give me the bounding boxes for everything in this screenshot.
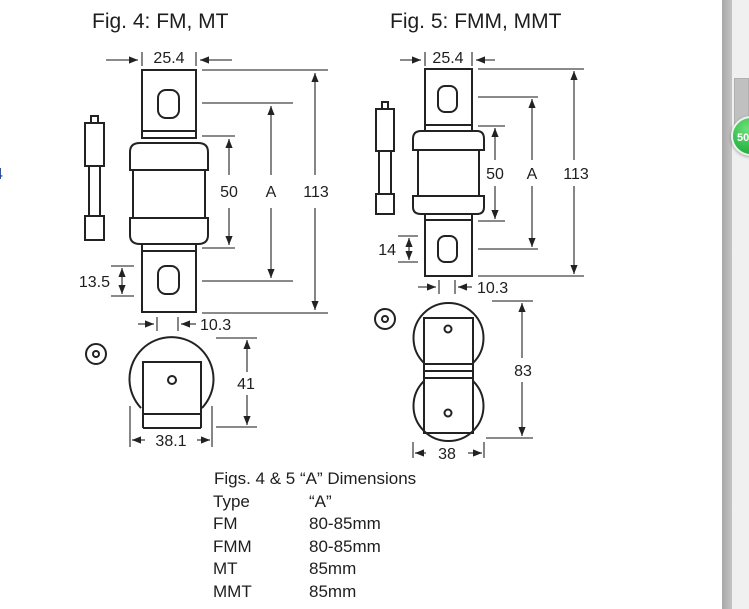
fig4-dimensions: [106, 52, 328, 447]
row-type: MMT: [213, 581, 252, 601]
fig5-dim-width-top: 25.4: [432, 50, 463, 67]
fig4-dim-body-len: 50: [220, 184, 238, 201]
fig4-end-disc: [128, 336, 215, 409]
fig4-dim-tab-offset: 10.3: [200, 317, 231, 334]
row-type: FM: [213, 514, 238, 533]
fig5-end-disc-top: [412, 302, 485, 364]
fig5-barrel: [417, 149, 480, 197]
fig4-title: Fig. 4: FM, MT: [92, 10, 229, 33]
fig5-dimension-labels: 25.4 50 A 113 14 10.3 83 38: [378, 50, 589, 463]
header-a: “A”: [309, 491, 332, 511]
fig5-end-tab: [423, 317, 474, 434]
fig4-end-tab: [142, 361, 202, 415]
fig5-end-disc-bottom: [412, 380, 485, 442]
fig5-upper-cap: [412, 130, 485, 151]
fig4-end-symbol: [85, 343, 107, 365]
fig5-dim-tab-offset: 10.3: [477, 280, 508, 297]
fig5-dim-overall: 113: [563, 166, 589, 183]
fuse-dimension-drawing: 25.4 50 A 113 13.5 10.3 41 38.1: [79, 50, 589, 463]
fig5-dim-hole-pitch: 14: [378, 242, 396, 259]
fig4-dim-end-height: 41: [237, 376, 255, 393]
fig5-dimensions: [398, 52, 584, 458]
row-a: 85mm: [309, 559, 357, 578]
table-caption: Figs. 4 & 5 “A” Dimensions: [214, 469, 417, 488]
fig5-end-symbol: [374, 308, 396, 330]
row-a: 80-85mm: [309, 536, 381, 556]
row-a: 85mm: [309, 581, 357, 601]
vertical-scrollbar[interactable]: [722, 0, 732, 609]
table-row: MT 85mm: [213, 558, 416, 581]
fig5-lower-cap: [412, 195, 485, 215]
fig5-top-hole: [437, 85, 458, 113]
fig5-title: Fig. 5: FMM, MMT: [390, 10, 562, 33]
fig5-bottom-tab: [424, 213, 473, 277]
table-row: FMM 80-85mm: [213, 536, 416, 559]
fig4-side-cap-top: [84, 122, 105, 167]
fig4-dim-hole-pitch: 13.5: [79, 274, 110, 291]
table-row: FM 80-85mm: [213, 513, 416, 536]
fig4-dim-overall: 113: [303, 184, 329, 201]
fig5-drawing: [374, 68, 485, 442]
fig5-dim-body-len: 50: [486, 166, 504, 183]
table-row: MMT 85mm: [213, 581, 416, 604]
fig4-side-body: [88, 165, 101, 217]
fig4-dim-a: A: [266, 184, 277, 201]
fig5-side-body: [378, 150, 392, 195]
zoom-level-badge[interactable]: 50: [731, 116, 749, 156]
stray-page-label: 4: [0, 166, 3, 184]
table-header: Type “A”: [213, 491, 416, 514]
fig5-side-cap-bottom: [375, 193, 395, 215]
fig5-dim-a: A: [527, 166, 538, 183]
row-a: 80-85mm: [309, 514, 381, 533]
fig5-side-cap-top: [375, 108, 395, 152]
fig4-barrel: [132, 169, 206, 219]
a-dimensions-table: Figs. 4 & 5 “A” Dimensions Type “A” FM 8…: [213, 468, 416, 603]
fig4-top-tab: [141, 69, 197, 139]
fig4-bottom-tab: [141, 243, 197, 313]
fig4-bottom-hole: [157, 265, 180, 295]
fig4-dim-end-width: 38.1: [155, 433, 186, 450]
fig4-dim-width-top: 25.4: [153, 50, 184, 67]
fig4-side-cap-bottom: [84, 215, 105, 241]
fig4-lower-cap: [129, 217, 209, 245]
fig4-drawing: [84, 69, 215, 429]
fig5-dim-end-width: 38: [438, 446, 456, 463]
fig4-dimension-labels: 25.4 50 A 113 13.5 10.3 41 38.1: [79, 50, 329, 450]
fig4-upper-cap: [129, 142, 209, 171]
fig5-dim-end-height: 83: [514, 363, 532, 380]
fig4-top-hole: [157, 89, 180, 119]
fig5-bottom-hole: [437, 235, 458, 263]
row-type: FMM: [213, 536, 252, 556]
header-type: Type: [213, 491, 250, 511]
row-type: MT: [213, 559, 238, 578]
